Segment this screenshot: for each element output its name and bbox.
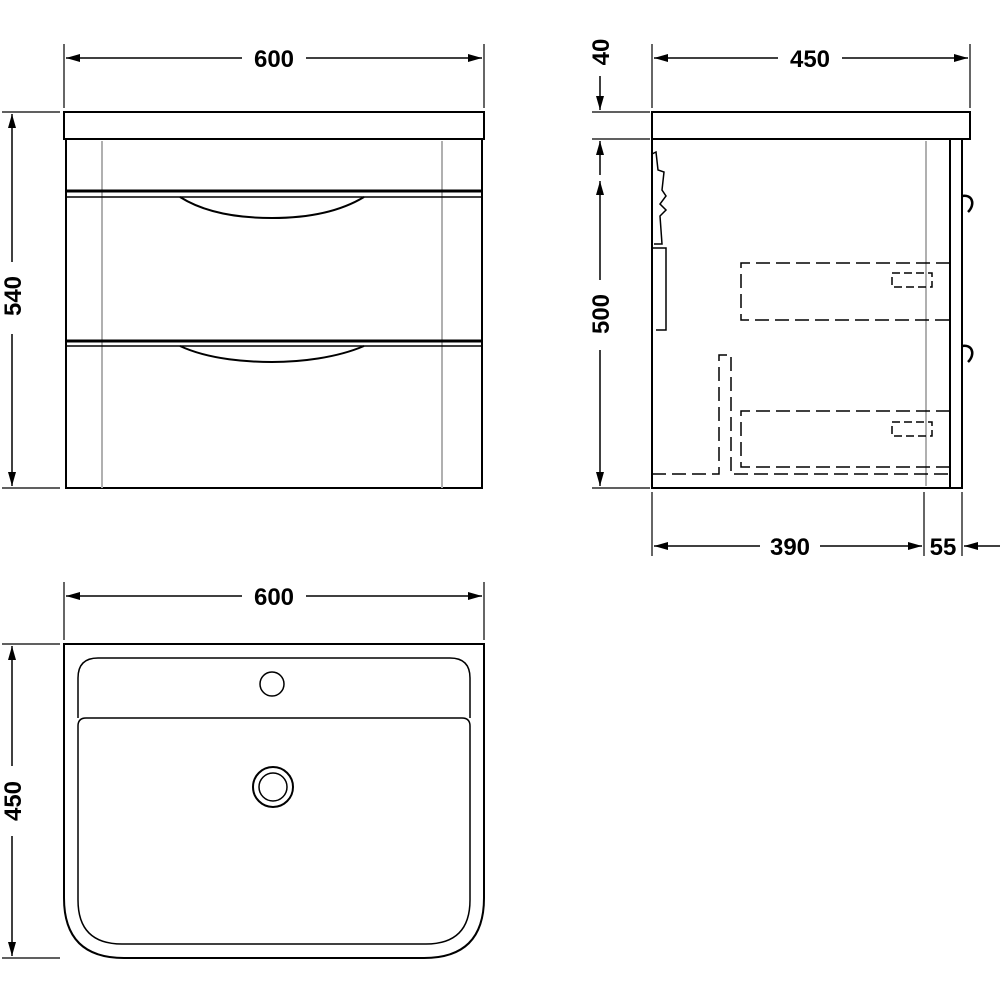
- drawer-bottom-handle: [179, 345, 365, 364]
- basin-outline: [63, 643, 485, 959]
- side-cabinet-body: [651, 138, 951, 489]
- side-hidden-drawers: [652, 262, 950, 475]
- plan-depth-dimension: 450: [0, 643, 60, 959]
- front-view: 600 540: [0, 44, 485, 489]
- front-countertop: [63, 111, 485, 140]
- side-door-depth-label: 55: [930, 534, 957, 561]
- side-depth-label: 450: [790, 46, 830, 73]
- drawer-top-handle: [179, 196, 365, 220]
- basin-waste-outer: [252, 766, 294, 808]
- side-top-thickness-dimension: 40: [588, 39, 650, 175]
- side-cabinet-depth-label: 390: [770, 534, 810, 561]
- front-height-dimension: 540: [0, 111, 60, 489]
- front-height-label: 540: [0, 276, 27, 316]
- side-height-label: 500: [588, 294, 615, 334]
- side-cabinet-depth-dimension: 390: [651, 492, 963, 561]
- front-cabinet-body: [65, 139, 483, 489]
- side-door-depth-dimension: 55: [930, 534, 1000, 561]
- side-countertop: [651, 111, 971, 140]
- tap-hole: [259, 671, 285, 697]
- side-height-dimension: 500: [588, 181, 650, 489]
- basin-waste-inner: [258, 772, 288, 802]
- side-handle-top: [961, 194, 974, 213]
- front-width-label: 600: [254, 46, 294, 73]
- basin-ledge: [77, 657, 471, 718]
- plan-width-dimension: 600: [63, 582, 485, 640]
- plan-depth-label: 450: [0, 781, 27, 821]
- side-view: 40 450 500: [588, 39, 1000, 561]
- side-drawer-runners: [891, 272, 933, 437]
- side-door-panel: [950, 138, 963, 489]
- side-handle-bottom: [961, 344, 974, 363]
- side-depth-dimension: 450: [651, 44, 971, 108]
- side-top-thickness-label: 40: [588, 39, 615, 66]
- side-tap-fitting: [651, 150, 668, 331]
- basin-bowl: [77, 717, 471, 945]
- front-width-dimension: 600: [63, 44, 485, 108]
- plan-view: 600 450: [0, 582, 485, 959]
- plan-width-label: 600: [254, 584, 294, 611]
